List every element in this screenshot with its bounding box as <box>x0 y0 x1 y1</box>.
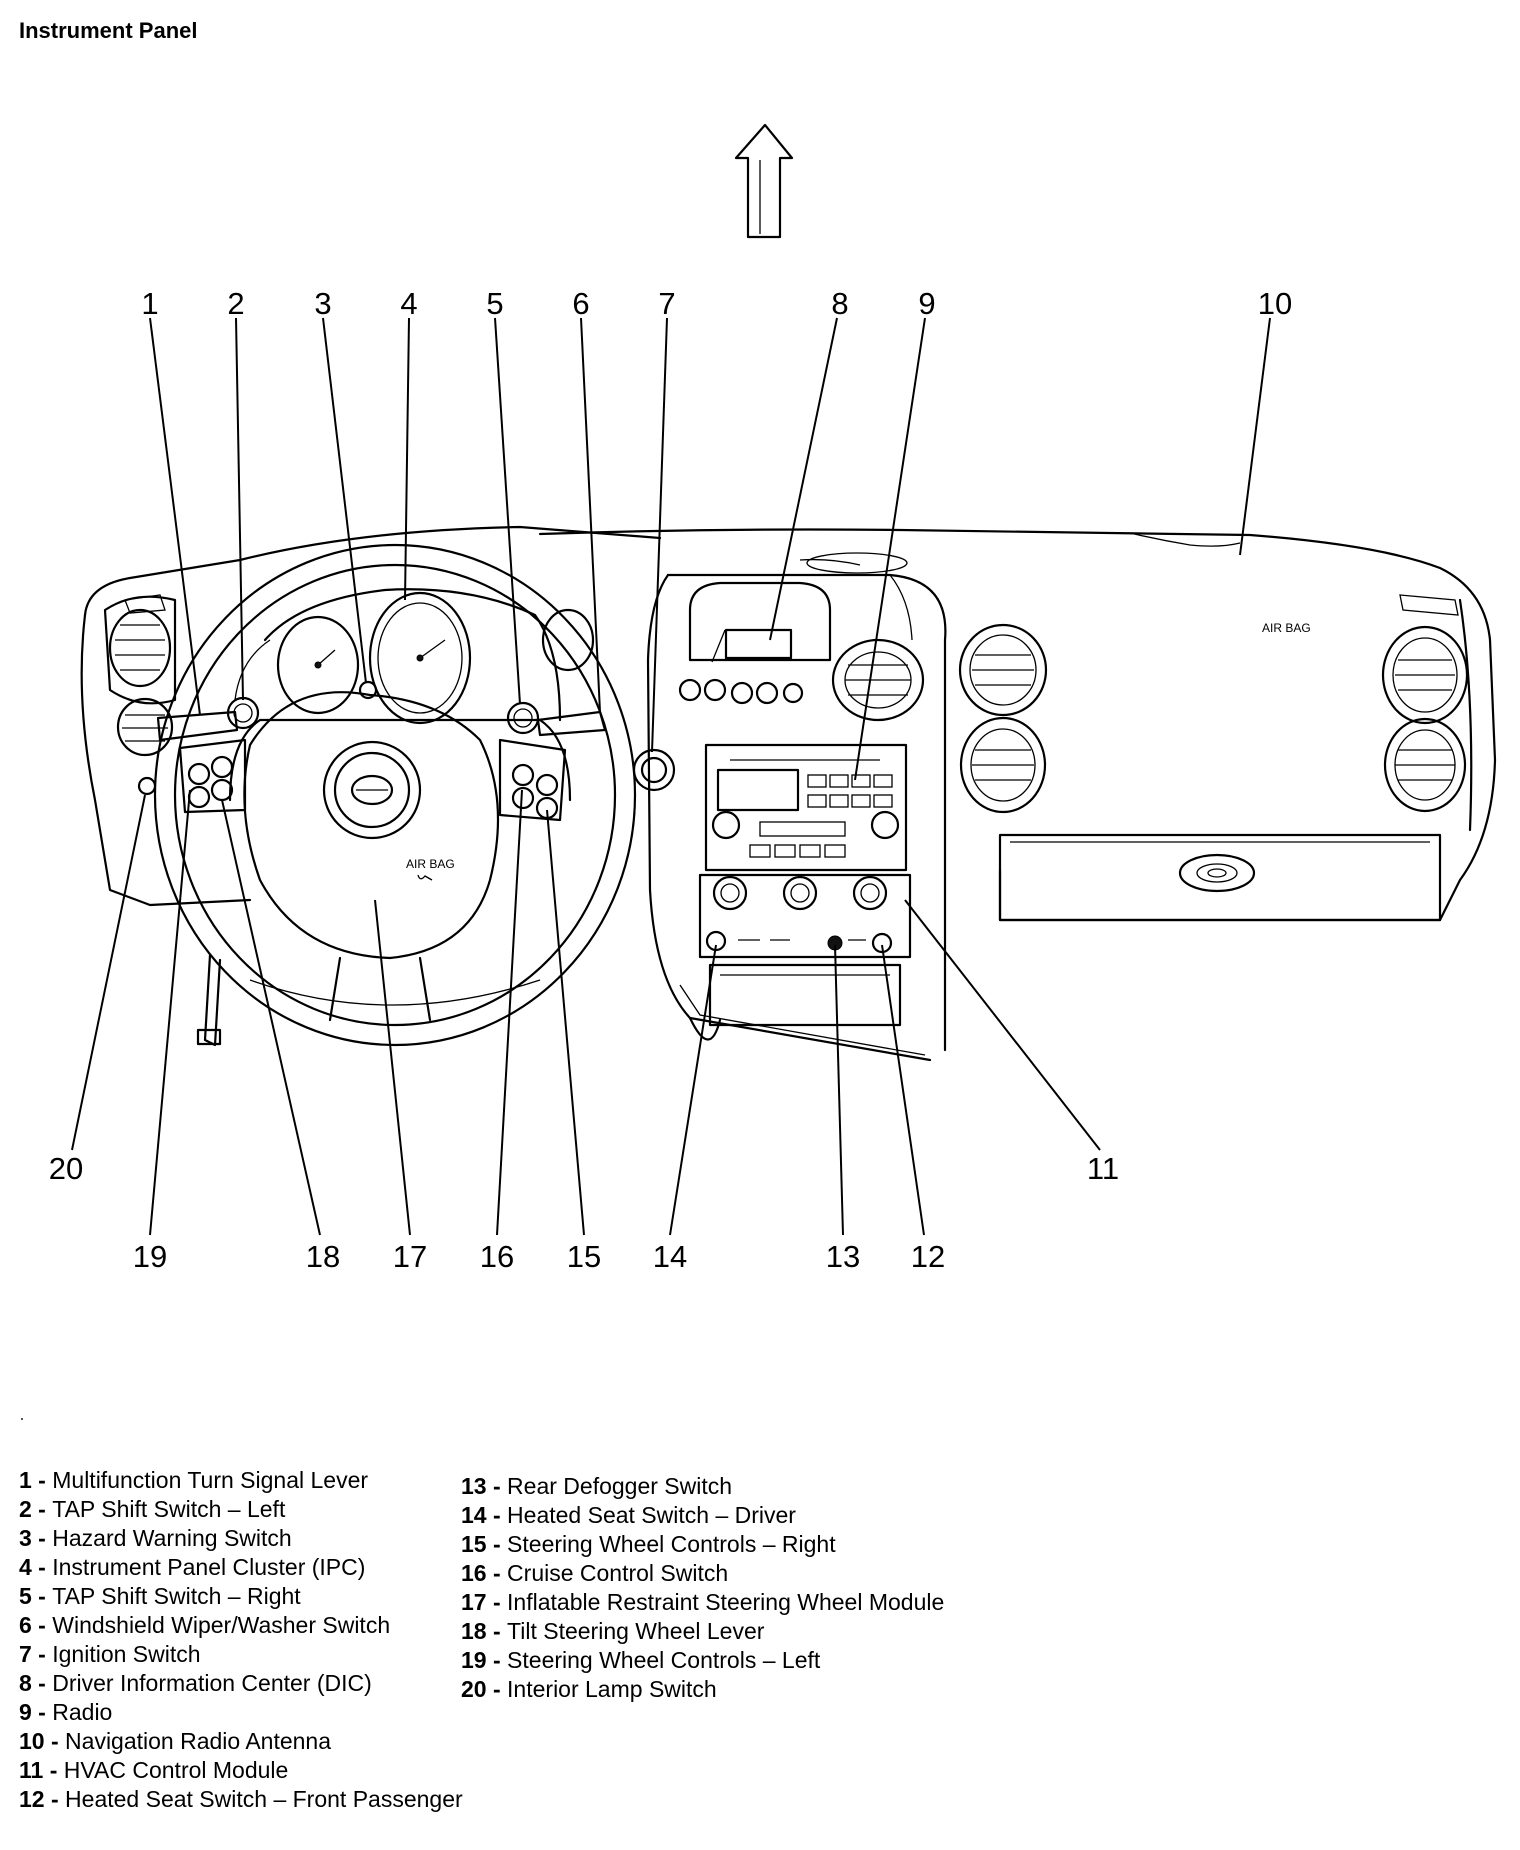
legend-item: 2 - TAP Shift Switch – Left <box>19 1496 286 1522</box>
legend-text: Windshield Wiper/Washer Switch <box>52 1612 391 1638</box>
callout-19: 19 <box>133 1239 167 1274</box>
legend-text: Tilt Steering Wheel Lever <box>507 1618 765 1644</box>
legend-item: 14 - Heated Seat Switch – Driver <box>461 1502 796 1528</box>
legend-item: 7 - Ignition Switch <box>19 1641 201 1667</box>
legend-text: TAP Shift Switch – Right <box>52 1583 301 1609</box>
legend-num: 20 <box>461 1676 487 1702</box>
legend-text: Radio <box>52 1699 113 1725</box>
wheel-airbag-label: AIR BAG <box>406 857 455 871</box>
legend-text: Steering Wheel Controls – Left <box>507 1647 821 1673</box>
legend-num: 4 <box>19 1554 32 1580</box>
callout-16: 16 <box>480 1239 514 1274</box>
legend-item: 4 - Instrument Panel Cluster (IPC) <box>19 1554 366 1580</box>
legend-num: 14 <box>461 1502 487 1528</box>
callout-9: 9 <box>918 286 935 321</box>
callout-2: 2 <box>227 286 244 321</box>
legend-num: 9 <box>19 1699 32 1725</box>
callout-1: 1 <box>141 286 158 321</box>
callout-numbers: 1 2 3 4 5 6 7 8 9 10 11 12 13 14 15 16 1… <box>49 286 1292 1274</box>
legend-text: Inflatable Restraint Steering Wheel Modu… <box>507 1589 945 1615</box>
instrument-cluster <box>156 588 607 742</box>
legend-text: TAP Shift Switch – Left <box>52 1496 286 1522</box>
legend-text: Heated Seat Switch – Front Passenger <box>65 1786 463 1812</box>
legend-text: Navigation Radio Antenna <box>65 1728 332 1754</box>
legend-item: 16 - Cruise Control Switch <box>461 1560 729 1586</box>
legend-item: 20 - Interior Lamp Switch <box>461 1676 717 1702</box>
legend-item: 3 - Hazard Warning Switch <box>19 1525 292 1551</box>
callout-15: 15 <box>567 1239 601 1274</box>
legend-text: Rear Defogger Switch <box>507 1473 733 1499</box>
callout-14: 14 <box>653 1239 687 1274</box>
forward-arrow-icon <box>734 123 794 239</box>
legend-text: Steering Wheel Controls – Right <box>507 1531 836 1557</box>
legend-item: 17 - Inflatable Restraint Steering Wheel… <box>461 1589 945 1615</box>
legend-num: 7 <box>19 1641 32 1667</box>
steering-wheel: AIR BAG <box>153 543 637 1047</box>
legend-left: 1 - Multifunction Turn Signal Lever 2 - … <box>19 1466 463 1814</box>
legend-num: 5 <box>19 1583 32 1609</box>
dashboard-body <box>80 525 1497 1062</box>
leader-lines <box>71 317 1271 1236</box>
legend-num: 8 <box>19 1670 32 1696</box>
legend-num: 17 <box>461 1589 487 1615</box>
legend-right: 13 - Rear Defogger Switch 14 - Heated Se… <box>461 1472 944 1704</box>
legend-num: 16 <box>461 1560 487 1586</box>
legend-num: 13 <box>461 1473 487 1499</box>
stray-dot <box>21 1418 23 1420</box>
legend-num: 18 <box>461 1618 487 1644</box>
legend-text: Hazard Warning Switch <box>52 1525 292 1551</box>
callout-3: 3 <box>314 286 331 321</box>
callout-8: 8 <box>831 286 848 321</box>
legend-text: Ignition Switch <box>52 1641 201 1667</box>
legend-item: 19 - Steering Wheel Controls – Left <box>461 1647 821 1673</box>
legend-text: Multifunction Turn Signal Lever <box>52 1467 369 1493</box>
legend-num: 12 <box>19 1786 45 1812</box>
legend-text: Cruise Control Switch <box>507 1560 729 1586</box>
center-stack <box>632 581 925 1027</box>
page-title: Instrument Panel <box>19 18 198 43</box>
interior-lamp-switch-icon <box>137 776 157 796</box>
legend-text: Instrument Panel Cluster (IPC) <box>52 1554 366 1580</box>
callout-7: 7 <box>658 286 675 321</box>
legend-item: 8 - Driver Information Center (DIC) <box>19 1670 372 1696</box>
legend-item: 1 - Multifunction Turn Signal Lever <box>19 1467 369 1493</box>
legend-item: 15 - Steering Wheel Controls – Right <box>461 1531 836 1557</box>
legend-text: Driver Information Center (DIC) <box>52 1670 372 1696</box>
legend-text: HVAC Control Module <box>63 1757 289 1783</box>
legend-item: 9 - Radio <box>19 1699 113 1725</box>
legend-num: 19 <box>461 1647 487 1673</box>
callout-12: 12 <box>911 1239 945 1274</box>
legend-item: 10 - Navigation Radio Antenna <box>19 1728 332 1754</box>
callout-13: 13 <box>826 1239 860 1274</box>
callout-17: 17 <box>393 1239 427 1274</box>
legend-num: 15 <box>461 1531 487 1557</box>
callout-6: 6 <box>572 286 589 321</box>
legend-item: 18 - Tilt Steering Wheel Lever <box>461 1618 765 1644</box>
legend-item: 5 - TAP Shift Switch – Right <box>19 1583 301 1609</box>
left-vents <box>103 594 177 757</box>
legend-item: 11 - HVAC Control Module <box>19 1757 289 1783</box>
callout-5: 5 <box>486 286 503 321</box>
right-vents: AIR BAG <box>958 594 1469 814</box>
legend-num: 10 <box>19 1728 45 1754</box>
callout-10: 10 <box>1258 286 1292 321</box>
legend-item: 12 - Heated Seat Switch – Front Passenge… <box>19 1786 463 1812</box>
legend-num: 11 <box>19 1757 44 1783</box>
legend-item: 13 - Rear Defogger Switch <box>461 1473 733 1499</box>
legend-text: Interior Lamp Switch <box>507 1676 717 1702</box>
legend-text: Heated Seat Switch – Driver <box>507 1502 796 1528</box>
callout-18: 18 <box>306 1239 340 1274</box>
legend-num: 2 <box>19 1496 32 1522</box>
legend-num: 3 <box>19 1525 32 1551</box>
legend-num: 6 <box>19 1612 32 1638</box>
callout-20: 20 <box>49 1151 83 1186</box>
legend-num: 1 <box>19 1467 32 1493</box>
callout-4: 4 <box>400 286 417 321</box>
callout-11: 11 <box>1087 1151 1119 1186</box>
legend-item: 6 - Windshield Wiper/Washer Switch <box>19 1612 391 1638</box>
dash-airbag-label: AIR BAG <box>1262 621 1311 635</box>
instrument-panel-diagram: AIR BAG <box>49 123 1497 1274</box>
